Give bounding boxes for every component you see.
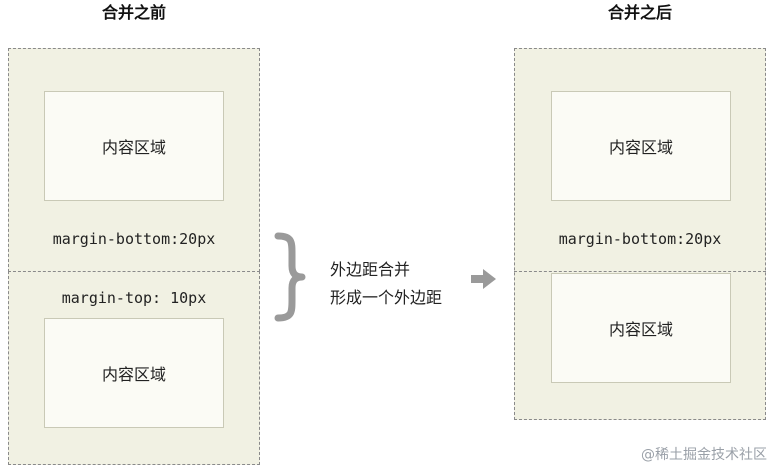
after-top-content-label: 内容区域: [608, 138, 673, 157]
after-margin-bottom-label: margin-bottom:20px: [558, 230, 722, 248]
curly-brace-icon: [274, 232, 306, 322]
merge-note-line-1: 外边距合并: [330, 260, 411, 279]
before-bottom-content-area: 内容区域: [44, 318, 224, 428]
merge-note-line-2: 形成一个外边距: [330, 288, 443, 307]
before-margin-top-label: margin-top: 10px: [61, 289, 207, 307]
after-bottom-content-area: 内容区域: [551, 273, 731, 383]
before-bottom-content-label: 内容区域: [101, 365, 166, 384]
before-margin-bottom-label: margin-bottom:20px: [52, 230, 216, 248]
watermark: @稀土掘金技术社区: [641, 447, 767, 463]
after-top-content-area: 内容区域: [551, 91, 731, 201]
after-title: 合并之后: [607, 3, 672, 22]
before-top-content-label: 内容区域: [101, 138, 166, 157]
right-arrow-icon: [471, 269, 496, 289]
before-top-content-area: 内容区域: [44, 91, 224, 201]
merge-note: 外边距合并 形成一个外边距: [330, 256, 442, 312]
after-divider-line: [514, 271, 766, 272]
after-bottom-content-label: 内容区域: [608, 320, 673, 339]
before-title: 合并之前: [101, 3, 166, 22]
